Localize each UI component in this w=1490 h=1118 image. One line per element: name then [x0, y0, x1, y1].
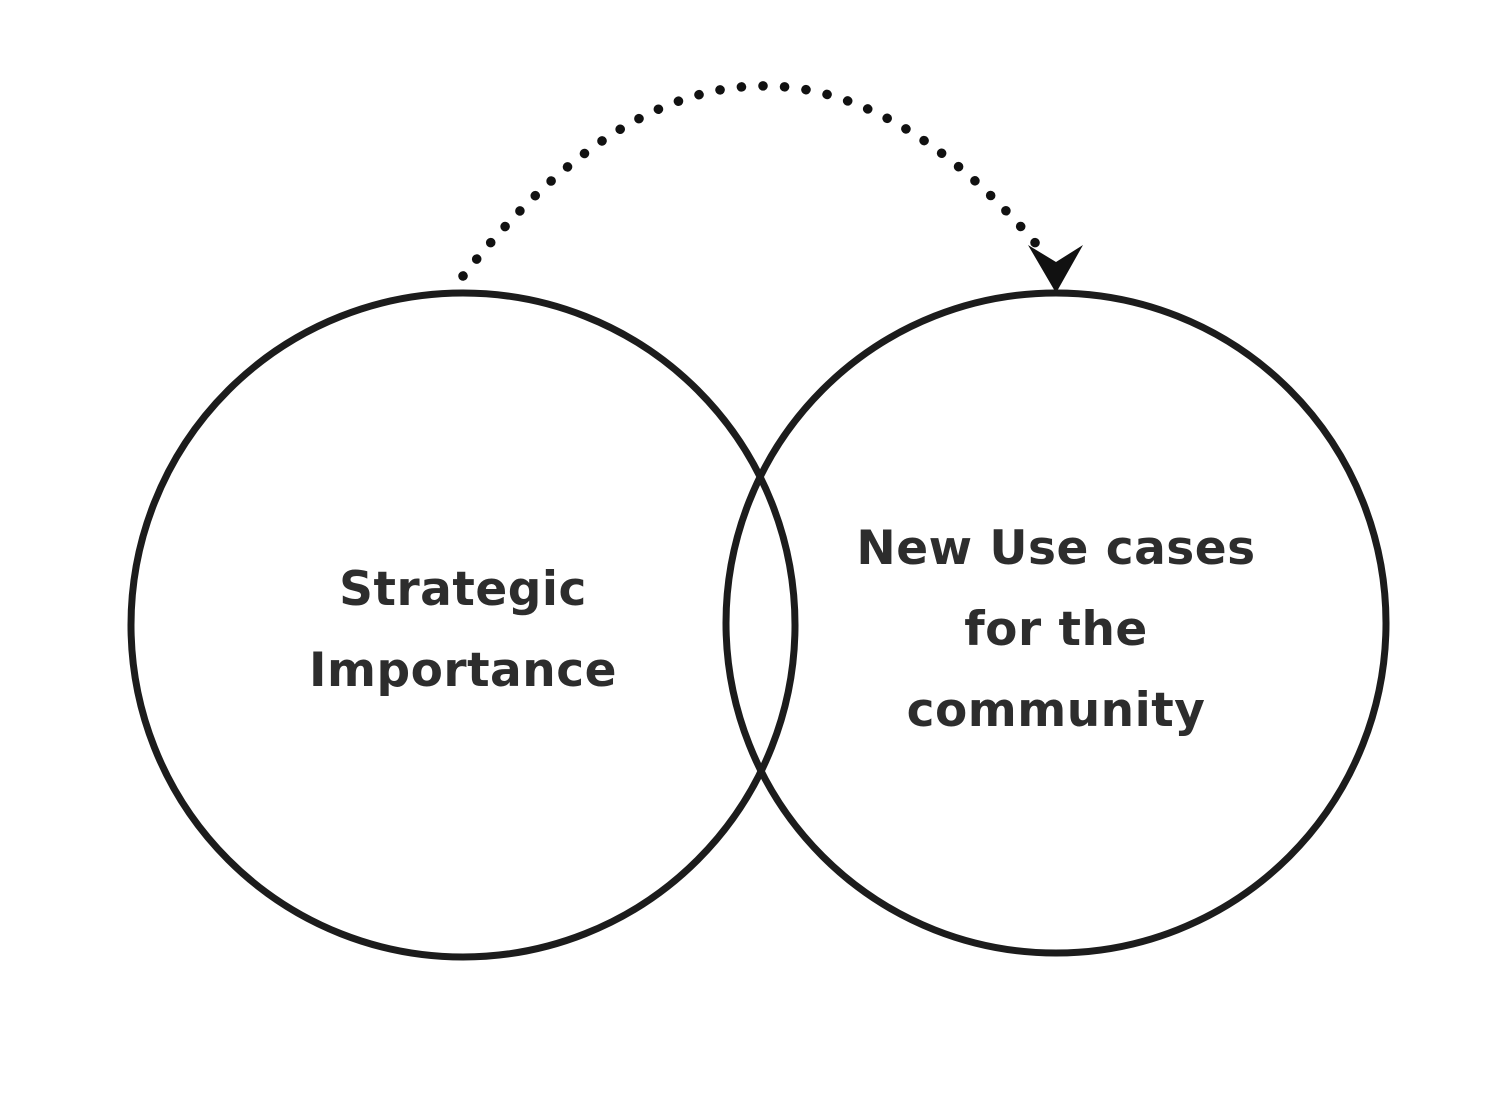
left-label-line-1: Strategic — [339, 562, 587, 617]
arrowhead-icon — [1028, 245, 1083, 293]
left-label-line-2: Importance — [309, 643, 617, 698]
dotted-arrow-curve — [458, 81, 1053, 281]
right-circle-label: New Use cases for the community — [786, 508, 1326, 751]
right-label-line-1: New Use cases — [856, 521, 1256, 576]
left-circle-label: Strategic Importance — [213, 549, 713, 711]
right-label-line-2: for the — [964, 602, 1148, 657]
left-circle — [127, 289, 799, 961]
right-circle — [722, 289, 1390, 957]
right-label-line-3: community — [906, 683, 1206, 738]
